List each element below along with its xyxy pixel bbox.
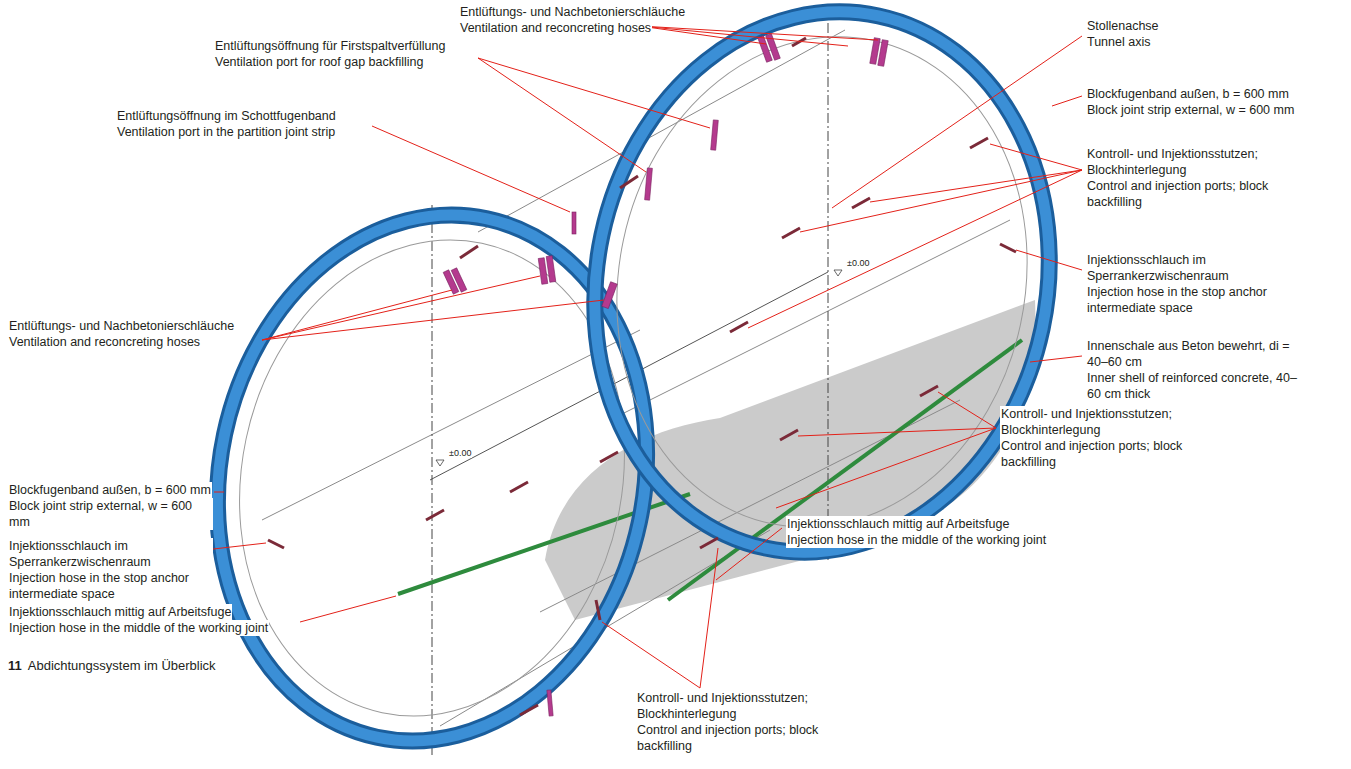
callout-label: Injection hose in the stop anchor interm…	[1086, 284, 1291, 316]
level-mark: ±0.00	[846, 258, 870, 268]
left-ring	[170, 175, 695, 769]
callout-label: Block joint strip external, w = 600 mm	[8, 498, 213, 530]
callout-group: Kontroll- und Injektionsstutzen; Blockhi…	[636, 690, 871, 754]
vertical-axis	[432, 205, 433, 755]
callout-group: Entlüftungs- und NachbetonierschläucheVe…	[459, 4, 789, 36]
callout-group: Injektionsschlauch mittig auf Arbeitsfug…	[786, 516, 1086, 548]
callout-group: Kontroll- und Injektionsstutzen; Blockhi…	[1086, 146, 1321, 210]
callout-label: Ventilation and reconcreting hoses	[459, 20, 652, 36]
callout-group: Entlüftungsöffnung im SchottfugenbandVen…	[116, 108, 378, 140]
callout-label: Blockfugenband außen, b = 600 mm	[1086, 86, 1290, 102]
callout-group: Entlüftungsöffnung für Firstspaltverfüll…	[214, 38, 476, 70]
callout-label: Blockfugenband außen, b = 600 mm	[8, 482, 212, 498]
callout-label: Block joint strip external, w = 600 mm	[1086, 102, 1295, 118]
callout-label: Entlüftungs- und Nachbetonierschläuche	[8, 318, 235, 334]
vertical-axis	[828, 5, 829, 560]
callout-label: Ventilation port in the partition joint …	[116, 124, 336, 140]
callout-label: Injection hose in the stop anchor interm…	[8, 570, 213, 602]
callout-group: Injektionsschlauch im Sperrankerzwischen…	[8, 538, 213, 602]
callout-label: Injektionsschlauch mittig auf Arbeitsfug…	[786, 516, 1010, 532]
callout-label: Stollenachse	[1086, 18, 1160, 34]
callout-group: Blockfugenband außen, b = 600 mmBlock jo…	[8, 482, 213, 530]
callout-label: Control and injection ports; block backf…	[636, 722, 871, 754]
callout-label: Control and injection ports; block backf…	[1000, 438, 1235, 470]
callout-group: Blockfugenband außen, b = 600 mmBlock jo…	[1086, 86, 1336, 118]
ventilation-hoses	[443, 34, 888, 716]
callout-label: Injektionsschlauch im Sperrankerzwischen…	[8, 538, 213, 570]
callout-group: Kontroll- und Injektionsstutzen; Blockhi…	[1000, 406, 1235, 470]
level-mark: ±0.00	[448, 448, 472, 458]
callout-label: Entlüftungsöffnung im Schottfugenband	[116, 108, 337, 124]
callout-label: Tunnel axis	[1086, 34, 1151, 50]
callout-label: Control and injection ports; block backf…	[1086, 178, 1321, 210]
callout-label: Kontroll- und Injektionsstutzen; Blockhi…	[1086, 146, 1321, 178]
callout-label: Injection hose in the middle of the work…	[8, 620, 269, 636]
callout-label: Kontroll- und Injektionsstutzen; Blockhi…	[636, 690, 871, 722]
callout-label: Inner shell of reinforced concrete, 40–6…	[1086, 370, 1301, 402]
caption-row: 11 Abdichtungssystem im Überblick	[8, 658, 216, 673]
callout-group: StollenachseTunnel axis	[1086, 18, 1336, 50]
callout-group: Injektionsschlauch im Sperrankerzwischen…	[1086, 252, 1291, 316]
right-ring	[545, 0, 1098, 595]
callout-label: Ventilation port for roof gap backfillin…	[214, 54, 424, 70]
callout-group: Injektionsschlauch mittig auf Arbeitsfug…	[8, 604, 308, 636]
callout-group: Entlüftungs- und NachbetonierschläucheVe…	[8, 318, 260, 350]
callout-label: Entlüftungsöffnung für Firstspaltverfüll…	[214, 38, 446, 54]
callout-group: Innenschale aus Beton bewehrt, di = 40–6…	[1086, 338, 1301, 402]
control-ports	[268, 38, 1016, 715]
callout-label: Injektionsschlauch mittig auf Arbeitsfug…	[8, 604, 232, 620]
caption: Abdichtungssystem im Überblick	[28, 658, 216, 673]
callout-label: Innenschale aus Beton bewehrt, di = 40–6…	[1086, 338, 1301, 370]
callout-label: Injektionsschlauch im Sperrankerzwischen…	[1086, 252, 1291, 284]
callout-label: Entlüftungs- und Nachbetonierschläuche	[459, 4, 686, 20]
callout-label: Injection hose in the middle of the work…	[786, 532, 1047, 548]
level-marker	[436, 270, 842, 466]
callout-label: Ventilation and reconcreting hoses	[8, 334, 201, 350]
callout-label: Kontroll- und Injektionsstutzen; Blockhi…	[1000, 406, 1235, 438]
figure-number: 11	[8, 658, 22, 673]
